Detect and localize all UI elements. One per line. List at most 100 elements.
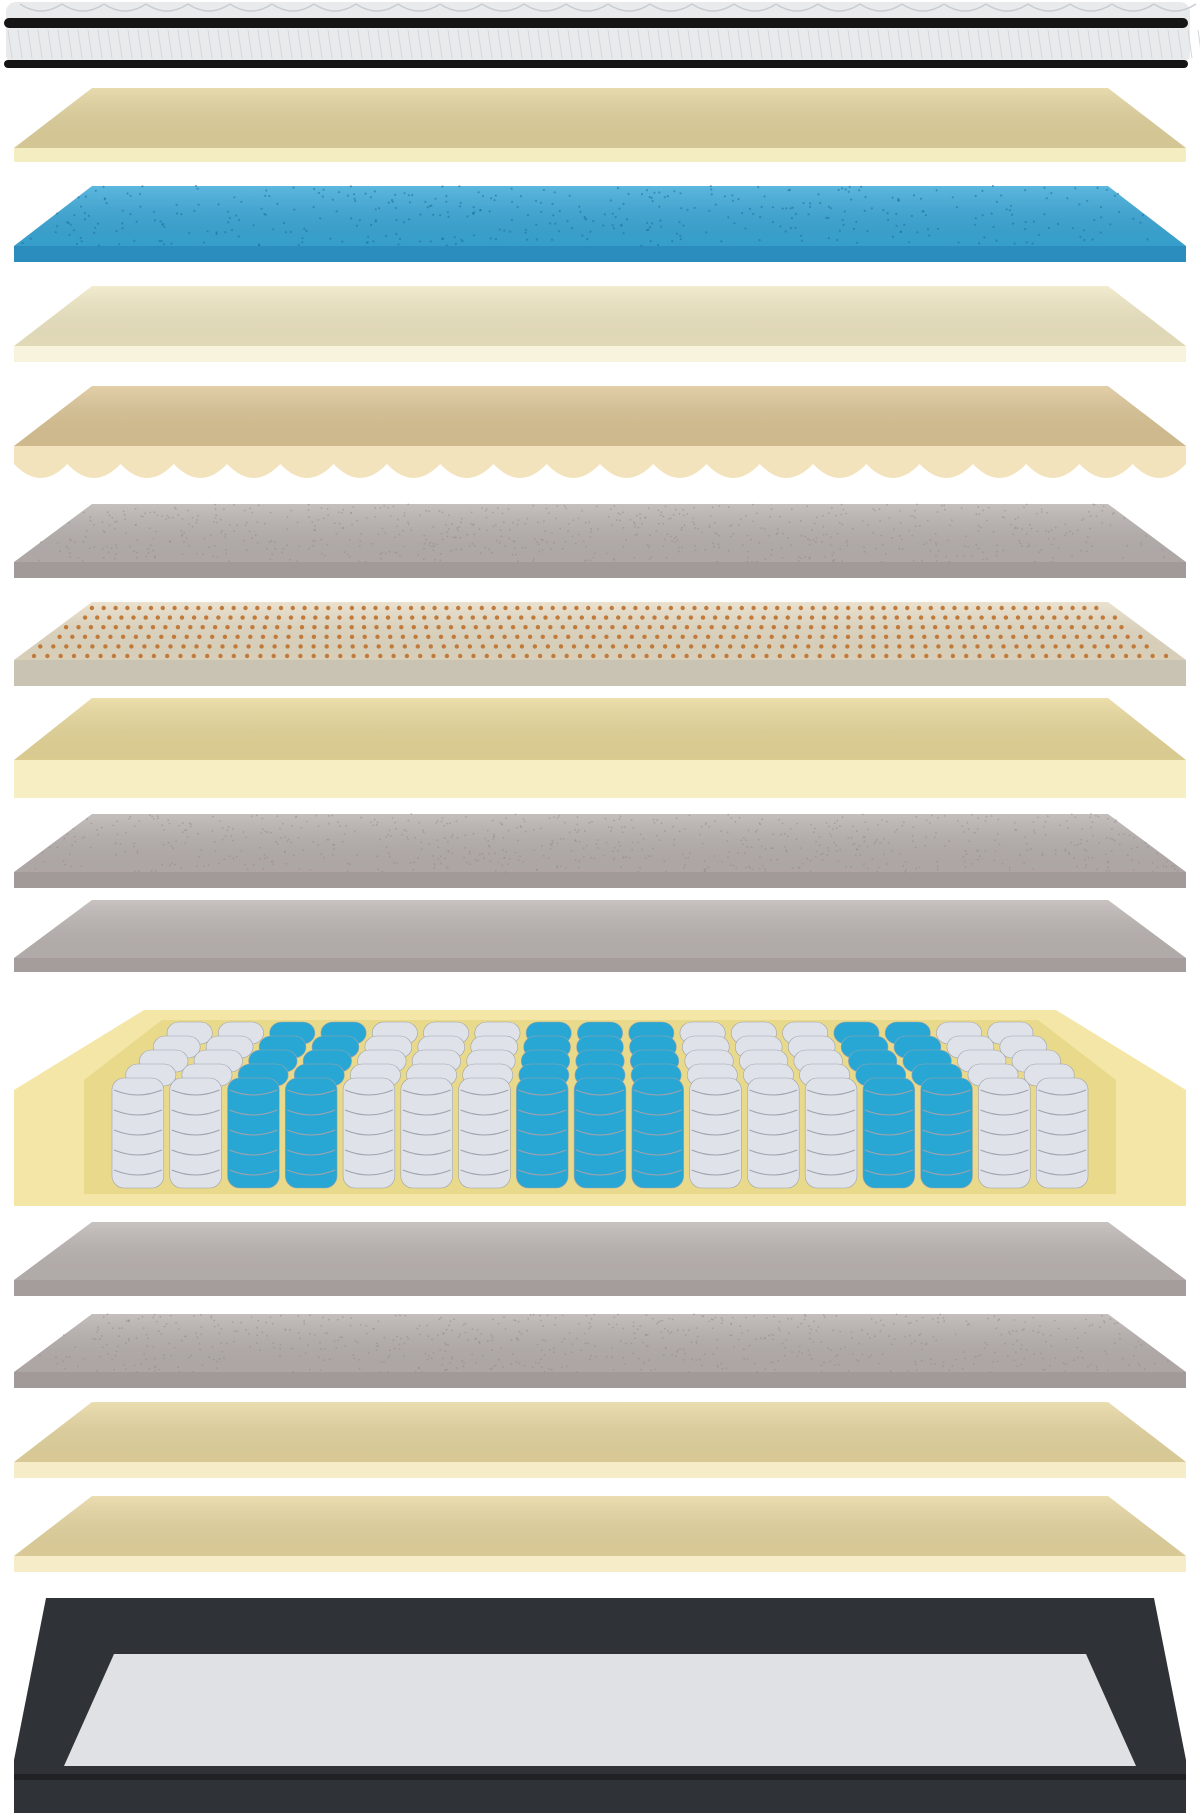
layer-front-edge (14, 872, 1186, 888)
perforation-hole (477, 634, 482, 639)
perforation-hole (1036, 634, 1041, 639)
perforation-hole (657, 653, 663, 659)
perforation-hole (243, 605, 248, 611)
perforation-hole (376, 644, 381, 649)
spring-coil-line (633, 1109, 682, 1116)
perforation-hole (210, 634, 215, 639)
quilt-stitch (61, 3, 105, 12)
spring-coil-line (806, 1129, 856, 1136)
perforation-hole (909, 634, 914, 639)
perforation-hole (337, 644, 342, 649)
perforation-hole (432, 605, 437, 611)
perforation-hole (119, 615, 124, 620)
layer-front-edge (14, 1556, 1186, 1572)
perforation-hole (585, 625, 590, 630)
perforation-hole (1064, 615, 1069, 620)
perforation-hole (441, 644, 446, 649)
perforation-hole (883, 634, 889, 639)
perforation-hole (871, 625, 876, 630)
perforation-hole (655, 634, 660, 639)
perforation-hole (731, 634, 736, 639)
perforation-hole (970, 625, 975, 630)
perforation-hole (727, 605, 733, 611)
perforation-hole (1066, 644, 1071, 649)
perforation-hole (155, 615, 160, 620)
bottom-cover-base (14, 1598, 1186, 1813)
perforation-hole (834, 605, 839, 611)
perforation-hole (535, 625, 541, 630)
perforation-hole (415, 644, 420, 649)
quilt-stitch (271, 3, 315, 12)
perforation-hole (235, 634, 240, 639)
perforation-hole (165, 653, 170, 659)
perforation-hole (324, 625, 329, 630)
perforation-hole (373, 615, 379, 620)
perforation-hole (458, 615, 463, 620)
perforation-hole (628, 615, 633, 620)
perforation-hole (45, 653, 50, 659)
perforation-hole (511, 653, 516, 659)
perforation-hole (936, 644, 941, 649)
perforation-hole (882, 615, 887, 620)
perforation-hole (688, 644, 694, 649)
spring-coil-line (402, 1149, 451, 1156)
perforation-hole (680, 605, 685, 611)
perforation-hole (934, 634, 940, 639)
perforation-hole (645, 605, 650, 611)
perforation-hole (551, 653, 556, 659)
pocket-spring (111, 1077, 165, 1189)
perforation-hole (857, 605, 863, 611)
spring-coil-line (113, 1129, 162, 1136)
perforation-hole (146, 634, 151, 639)
perforation-hole (1106, 625, 1112, 630)
spring-coil-line (402, 1169, 451, 1176)
spring-coil-line (806, 1089, 856, 1096)
perforation-hole (413, 634, 418, 639)
spring-coil-line (287, 1129, 336, 1136)
perforation-hole (775, 605, 780, 611)
perforation-hole (846, 615, 851, 620)
perforation-hole (196, 605, 201, 611)
perforation-hole (168, 644, 173, 649)
perforation-hole (287, 625, 292, 630)
perforation-hole (113, 605, 118, 611)
perforation-hole (338, 653, 343, 659)
perforation-hole (498, 625, 503, 630)
quilt-stitch (649, 3, 693, 12)
spring-coil-line (402, 1109, 451, 1116)
perforation-hole (667, 634, 673, 639)
perforation-hole (821, 625, 826, 630)
spring-coil-line (922, 1089, 971, 1096)
perforation-hole (640, 615, 645, 620)
perforation-hole (1035, 605, 1040, 611)
spring-coil-line (806, 1149, 856, 1156)
perforation-hole (672, 625, 677, 630)
pocket-spring (978, 1077, 1031, 1189)
perforation-hole (88, 625, 94, 630)
perforation-hole (558, 644, 564, 649)
perforation-hole (231, 653, 236, 659)
perforation-hole (797, 615, 803, 620)
perforation-hole (95, 615, 100, 620)
perforation-hole (916, 605, 922, 611)
perforation-hole (577, 653, 583, 659)
perforation-hole (179, 615, 185, 620)
perforation-hole (120, 634, 126, 639)
perforation-hole (537, 653, 543, 659)
spring-coil-line (922, 1129, 971, 1136)
perforation-hole (362, 634, 367, 639)
perforation-hole (311, 653, 316, 659)
foam-layer-5 (14, 1496, 1186, 1572)
perforation-hole (526, 605, 532, 611)
perforation-hole (422, 615, 427, 620)
perforation-hole (1053, 644, 1058, 649)
perforation-hole (786, 605, 792, 611)
perforation-hole (220, 644, 225, 649)
perforation-hole (137, 605, 142, 611)
perforation-hole (693, 634, 698, 639)
spring-coil-line (575, 1089, 625, 1096)
spring-coil-line (575, 1149, 625, 1156)
spring-coil-line (344, 1129, 394, 1136)
spring-coil-line (864, 1149, 913, 1156)
perforation-hole (664, 615, 669, 620)
